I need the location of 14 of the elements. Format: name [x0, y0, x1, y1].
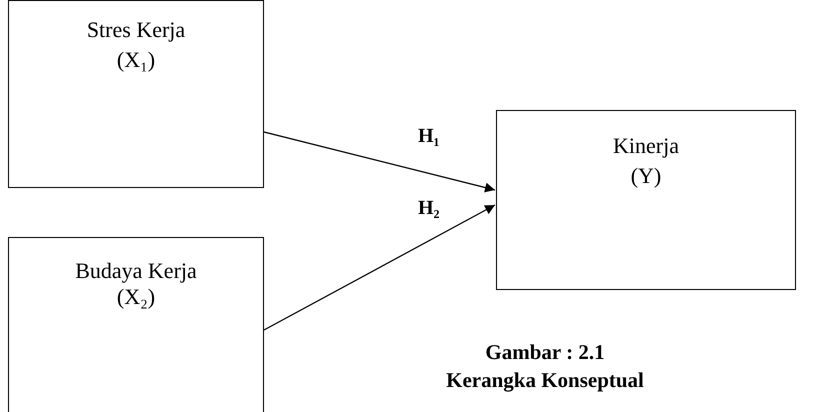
figure-caption: Gambar : 2.1 Kerangka Konseptual: [445, 339, 645, 394]
concept-box: [496, 110, 796, 290]
box-text: Budaya Kerja: [74, 258, 198, 284]
box-text: (X₂): [116, 284, 156, 310]
concept-box: [8, 237, 264, 412]
box-text: (X₁): [116, 47, 156, 73]
arrow: [264, 204, 496, 331]
hypothesis-label: H₁: [418, 124, 440, 148]
box-text: (Y): [630, 163, 662, 189]
hypothesis-label: H₂: [418, 196, 440, 220]
arrow: [264, 131, 496, 192]
box-text: Kinerja: [612, 133, 680, 159]
box-text: Stres Kerja: [86, 17, 186, 43]
concept-box: [8, 0, 264, 188]
